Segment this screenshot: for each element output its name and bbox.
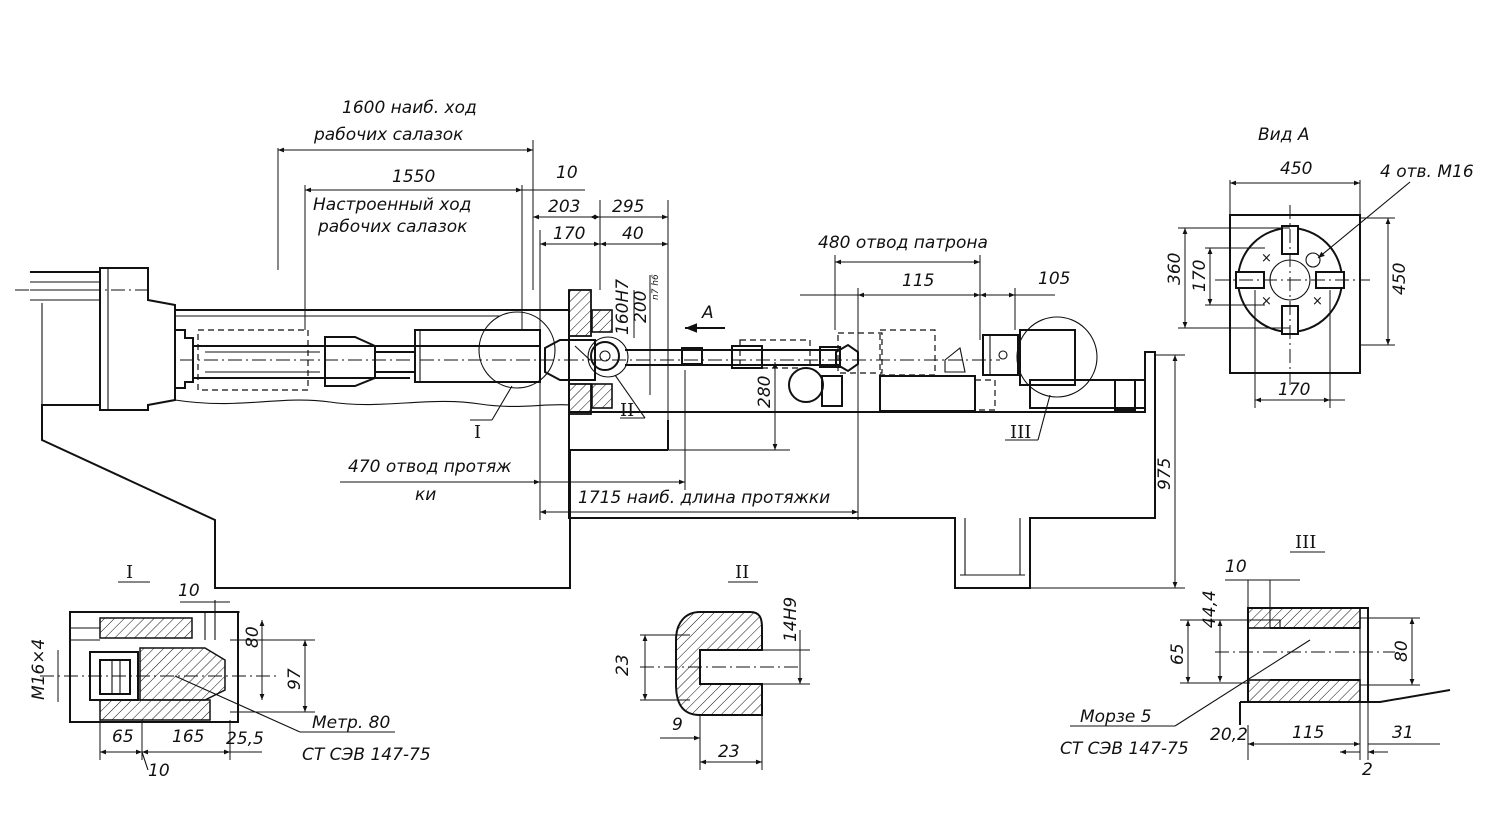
det2-23h: 23 [718, 742, 740, 762]
stroke-1600-sub: рабочих салазок [313, 125, 464, 145]
det3-444: 44,4 [1200, 590, 1220, 628]
detail-3-title: III [1295, 532, 1316, 553]
view-170-v: 170 [1190, 260, 1210, 292]
dim-160h7: 160H7 [613, 279, 633, 335]
view-450-h: 450 [1280, 159, 1312, 179]
set-stroke-a: Настроенный ход [313, 195, 471, 215]
callout-1-label: I [474, 422, 481, 443]
dim-40: 40 [622, 224, 644, 244]
dim-203: 203 [548, 197, 580, 217]
det3-st: СТ СЭВ 147-75 [1060, 739, 1189, 759]
det1-65: 65 [112, 727, 134, 747]
det1-165: 165 [172, 727, 204, 747]
dim-170-top: 170 [553, 224, 585, 244]
view-a: Вид А 450 4 отв. М16 × × × 360 170 [1165, 125, 1474, 408]
main-dimensions: 1600 наиб. ход рабочих салазок 1550 Наст… [277, 98, 1185, 589]
set-stroke-b: рабочих салазок [317, 217, 468, 237]
broach-retract-a: 470 отвод протяж [348, 457, 512, 477]
callout-circle-2: II [587, 336, 646, 421]
det2-9: 9 [672, 715, 683, 735]
svg-text:×: × [1312, 294, 1323, 309]
detail-2: II 23 14H9 9 23 [613, 562, 810, 770]
det1-10b: 10 [148, 761, 170, 781]
dim-200: 200 [631, 291, 651, 323]
callout-2-label: II [620, 400, 634, 421]
callout-circle-1: I [470, 311, 556, 443]
dim-295: 295 [612, 197, 644, 217]
svg-text:×: × [1261, 294, 1272, 309]
callout-circle-3: III [1005, 316, 1098, 443]
fixture-plate [544, 289, 669, 451]
det2-14h9: 14H9 [781, 597, 801, 642]
view-170-h: 170 [1278, 380, 1310, 400]
det3-65: 65 [1168, 643, 1188, 665]
max-broach: 1715 наиб. длина протяжки [578, 488, 830, 508]
dim-115-top: 115 [902, 271, 934, 291]
dim-10-top: 10 [556, 163, 578, 183]
det3-115: 115 [1292, 723, 1324, 743]
dim-975: 975 [1155, 458, 1175, 490]
dim-280: 280 [755, 376, 775, 408]
chuck-retract: 480 отвод патрона [818, 233, 988, 253]
detail-2-title: II [735, 562, 749, 583]
det3-80: 80 [1392, 640, 1412, 662]
det3-morse: Морзе 5 [1080, 707, 1152, 727]
det3-202: 20,2 [1210, 725, 1248, 745]
view-450-v: 450 [1390, 263, 1410, 295]
dim-1550: 1550 [392, 167, 435, 187]
det1-97: 97 [285, 668, 305, 690]
det3-10: 10 [1225, 557, 1247, 577]
stroke-1600-label: 1600 наиб. ход [342, 98, 477, 118]
arrow-a-label: A [701, 303, 714, 323]
det1-80: 80 [243, 626, 263, 648]
machine-bed-left [15, 267, 1000, 589]
callout-3-label: III [1010, 422, 1031, 443]
detail-1: I 10 M16×4 80 97 65 165 25,5 [29, 562, 431, 781]
fit-small: n7 h6 [651, 274, 661, 300]
view-a-title: Вид А [1258, 125, 1310, 145]
detail-1-title: I [126, 562, 133, 583]
det1-st: СТ СЭВ 147-75 [302, 745, 431, 765]
detail-3: III 10 44,4 65 80 Морзе 5 СТ СЭВ 147-75 [1060, 532, 1451, 780]
dim-105: 105 [1038, 269, 1070, 289]
det1-255: 25,5 [226, 729, 264, 749]
det1-10: 10 [178, 581, 200, 601]
broach-retract-b: ки [415, 485, 436, 505]
det1-m16: M16×4 [29, 639, 49, 700]
view-holes: 4 отв. М16 [1380, 162, 1474, 182]
broach-assembly [568, 329, 1156, 589]
det3-31: 31 [1392, 723, 1414, 743]
det1-metr: Метр. 80 [312, 713, 390, 733]
view-360: 360 [1165, 253, 1185, 285]
svg-text:×: × [1261, 251, 1272, 266]
det3-2: 2 [1362, 760, 1373, 780]
det2-23v: 23 [613, 654, 633, 676]
